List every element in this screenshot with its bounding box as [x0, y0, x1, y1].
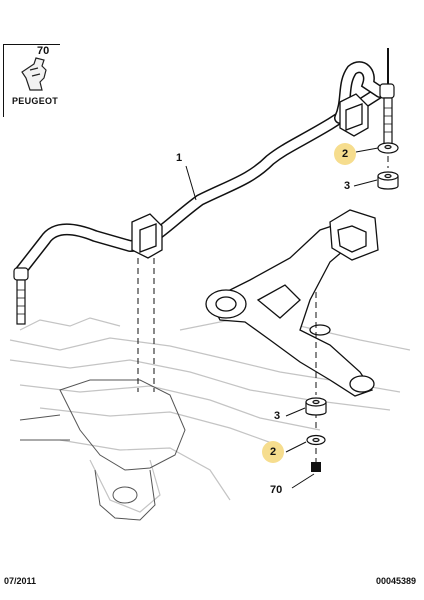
bush-bottom: [305, 397, 327, 416]
footer-ref: 00045389: [375, 576, 416, 586]
subframe-outline: [9, 317, 411, 513]
callout-washer-bottom: 2: [262, 441, 284, 463]
bar-clamp-left: [131, 213, 163, 259]
brand-name: PEUGEOT: [12, 96, 59, 106]
nut-70: [311, 462, 321, 472]
anti-roll-bar: [14, 61, 386, 278]
callout-bar: 1: [176, 152, 183, 164]
drop-link-right: [379, 48, 395, 147]
washer-bottom: [306, 434, 326, 446]
bush-top: [377, 171, 399, 190]
footer-date: 07/2011: [4, 576, 37, 586]
callout-leaders: [185, 147, 379, 489]
control-arm: [205, 209, 379, 397]
callout-nut: 70: [270, 484, 283, 496]
callout-bush-top: 3: [344, 180, 351, 192]
callout-washer-top: 2: [334, 143, 356, 165]
callout-bush-bottom: 3: [274, 410, 281, 422]
logo-frame: [3, 44, 60, 117]
drop-link-left: [13, 267, 29, 325]
washer-top: [377, 142, 399, 154]
diagram-code: 70: [37, 45, 50, 57]
peugeot-lion-icon: [21, 57, 47, 91]
subframe-detail: [19, 379, 186, 521]
bar-clamp-right: [339, 93, 369, 137]
